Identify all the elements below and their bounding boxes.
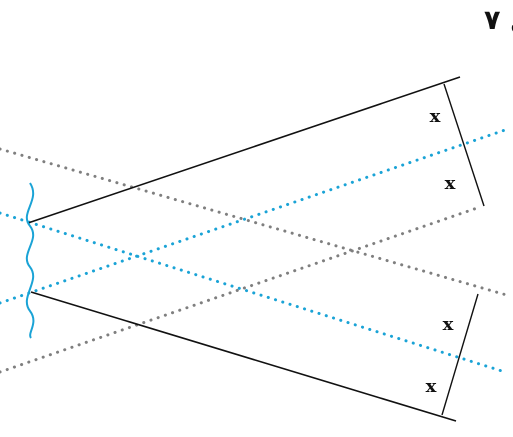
wavy-boundary-line: [25, 182, 35, 339]
angle-label-x-upper-1: x: [430, 106, 441, 127]
upper-transversal-segment: [443, 83, 485, 207]
blue-dotted-line-falling: [0, 211, 507, 374]
figure-title: شکل ۷: [484, 5, 513, 36]
gray-dotted-line-lower: [0, 205, 482, 374]
gray-dotted-line-upper: [0, 147, 512, 298]
lower-transversal-segment: [441, 293, 479, 416]
angle-label-x-lower-1: x: [443, 314, 454, 335]
angle-label-x-lower-2: x: [426, 376, 437, 397]
angle-label-x-upper-2: x: [445, 173, 456, 194]
solid-line-lower: [30, 291, 457, 422]
blue-dotted-line-rising: [0, 128, 507, 305]
solid-line-upper: [27, 76, 461, 224]
